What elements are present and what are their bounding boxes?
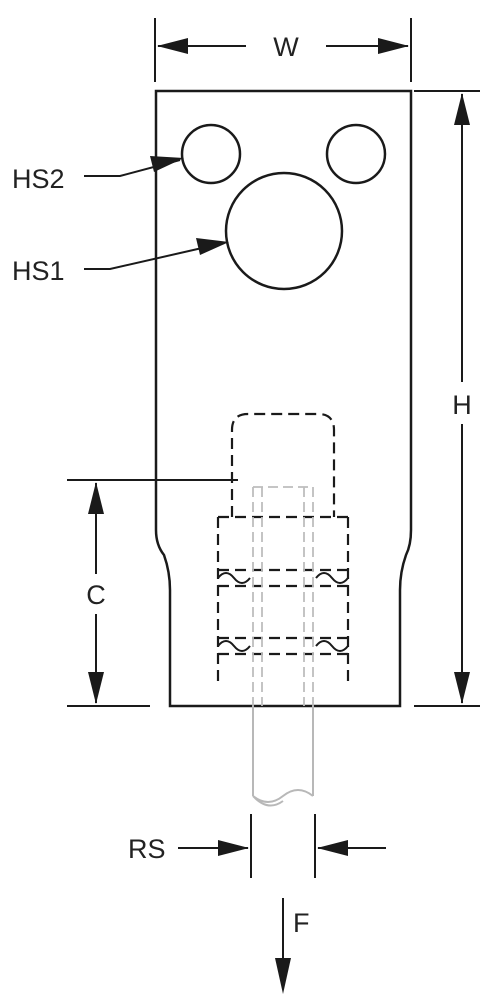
width-arrow-right: [378, 38, 409, 54]
hs2-callout: HS2: [12, 156, 184, 194]
width-dimension: W: [154, 18, 412, 82]
width-label: W: [273, 32, 299, 62]
height-label: H: [452, 390, 472, 420]
hidden-nut-assembly: [216, 412, 350, 684]
width-arrow-left: [157, 38, 188, 54]
hidden-washer-wave-1: [217, 572, 349, 584]
hs2-leader-arrow: [150, 156, 184, 172]
hole-hs2-left: [180, 123, 242, 185]
force-arrow-head: [275, 958, 291, 994]
height-arrow-bottom: [454, 672, 470, 704]
center-arrow-bottom: [88, 672, 104, 704]
rod-break-bottom: [252, 795, 284, 807]
center-label: C: [86, 580, 106, 610]
lug-body-outline: [154, 89, 413, 708]
hidden-nut-cap: [230, 412, 336, 517]
hs1-leader-line: [84, 242, 225, 270]
force-indicator: F: [275, 898, 310, 994]
hole-hs1: [224, 171, 344, 291]
hidden-washer-wave-2: [217, 640, 349, 652]
rod-size-arrow-left: [218, 840, 249, 856]
rod-size-dimension: RS: [128, 814, 386, 878]
hs2-label: HS2: [12, 164, 65, 194]
hs1-callout: HS1: [12, 238, 229, 286]
hole-hs2-right: [325, 123, 387, 185]
force-label: F: [293, 908, 310, 938]
hs1-leader-arrow: [196, 238, 229, 255]
threaded-rod: [252, 486, 314, 807]
center-dimension: C: [67, 479, 238, 707]
center-arrow-top: [88, 482, 104, 514]
height-dimension: H: [414, 90, 480, 707]
rod-size-label: RS: [128, 834, 166, 864]
rod-size-arrow-right: [317, 840, 348, 856]
height-arrow-top: [454, 93, 470, 125]
rod-break-top: [252, 789, 314, 803]
hs1-label: HS1: [12, 256, 65, 286]
